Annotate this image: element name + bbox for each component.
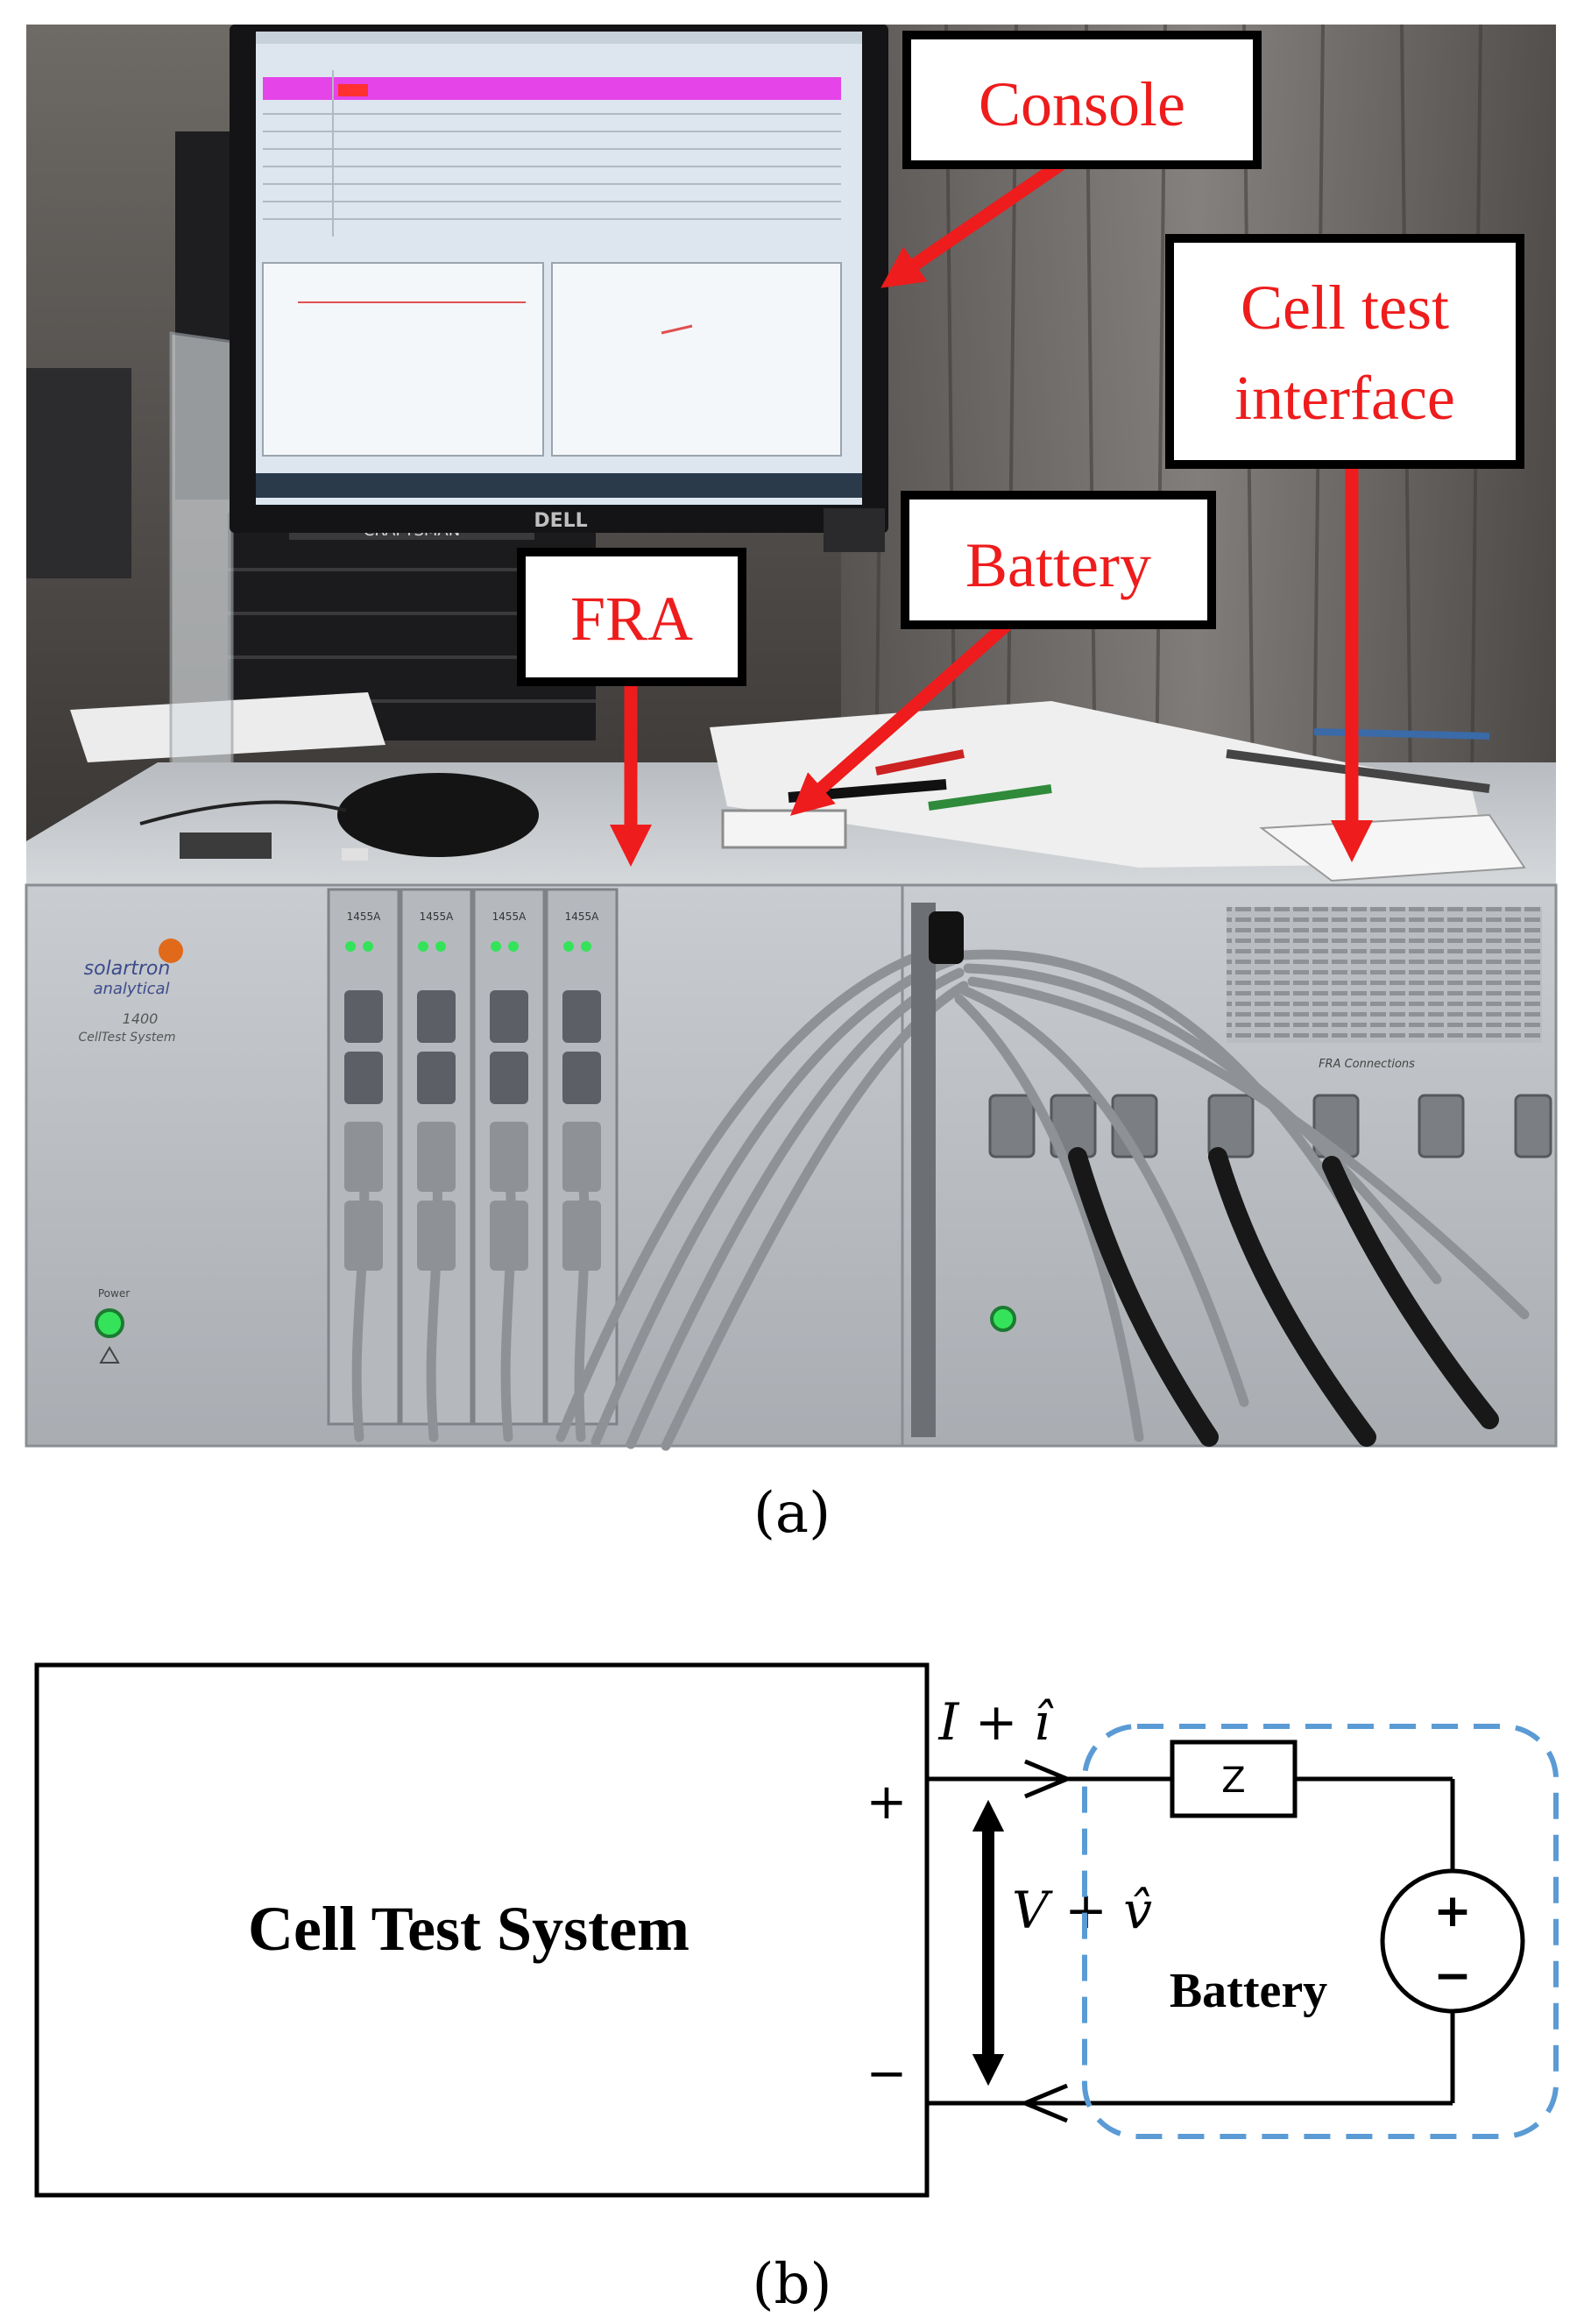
callout-console-label: Console xyxy=(979,69,1185,139)
callout-battery-label: Battery xyxy=(965,530,1151,600)
current-arrow-bottom xyxy=(1019,2083,1068,2123)
battery-label: Battery xyxy=(1170,1964,1327,2018)
power-led xyxy=(95,1308,124,1338)
callout-arrows xyxy=(609,158,1374,868)
caption-a: (a) xyxy=(753,1481,831,1546)
power-label: Power xyxy=(98,1287,130,1300)
tabletop xyxy=(26,701,1556,889)
cell-test-system-label: Cell Test System xyxy=(248,1894,689,1964)
module-label: 1455A xyxy=(420,910,455,923)
module-label: 1455A xyxy=(492,910,527,923)
battery-cell xyxy=(721,809,847,849)
cell-test-system-box xyxy=(34,1662,930,2198)
module-label: 1455A xyxy=(565,910,600,923)
impedance-box xyxy=(1170,1739,1298,1818)
monitor-brand: DELL xyxy=(534,510,587,532)
callout-cell-test-line1: Cell test xyxy=(1241,273,1449,343)
current-label: I + î xyxy=(938,1692,1054,1752)
circuit-diagram: Cell Test System + − I + î V + v̂ Z + − … xyxy=(34,1662,1559,2198)
current-arrow-top xyxy=(1024,1759,1073,1799)
battery-dashed-boundary xyxy=(1082,1724,1559,2139)
source-plus-sign: + xyxy=(1433,1885,1472,1938)
callout-console: Console xyxy=(902,31,1262,169)
callout-fra-label: FRA xyxy=(570,584,693,654)
callout-fra: FRA xyxy=(517,548,746,686)
instrument-name: CellTest System xyxy=(78,1031,175,1045)
voltage-source xyxy=(1380,1868,1525,2014)
instrument-model: 1400 xyxy=(123,1010,159,1027)
circuit-wires xyxy=(927,1776,1455,2106)
callout-battery: Battery xyxy=(901,491,1216,629)
power-led-2 xyxy=(990,1306,1016,1332)
cable-tie-bar xyxy=(911,903,936,1437)
callout-cell-test-interface: Cell test interface xyxy=(1165,234,1524,469)
monitor: DELL xyxy=(230,25,888,552)
lab-photo-panel: CRAFTSMAN DELL xyxy=(25,24,1558,1451)
positive-terminal-label: + xyxy=(866,1774,908,1831)
module-label: 1455A xyxy=(347,910,382,923)
black-cables xyxy=(1068,1147,1499,1447)
module-1: 1455A xyxy=(327,888,400,1426)
impedance-label: Z xyxy=(1221,1761,1245,1801)
instrument-brand: solartron xyxy=(84,958,171,980)
cable-bundle xyxy=(351,941,1530,1451)
callout-cell-test-line2: interface xyxy=(1234,363,1455,433)
fra-panel-label: FRA Connections xyxy=(1319,1058,1415,1071)
negative-terminal-label: − xyxy=(866,2045,908,2102)
instrument-brand-sub: analytical xyxy=(93,980,169,998)
mouse xyxy=(337,773,539,857)
source-minus-sign: − xyxy=(1433,1950,1472,2002)
caption-b: (b) xyxy=(752,2252,832,2317)
